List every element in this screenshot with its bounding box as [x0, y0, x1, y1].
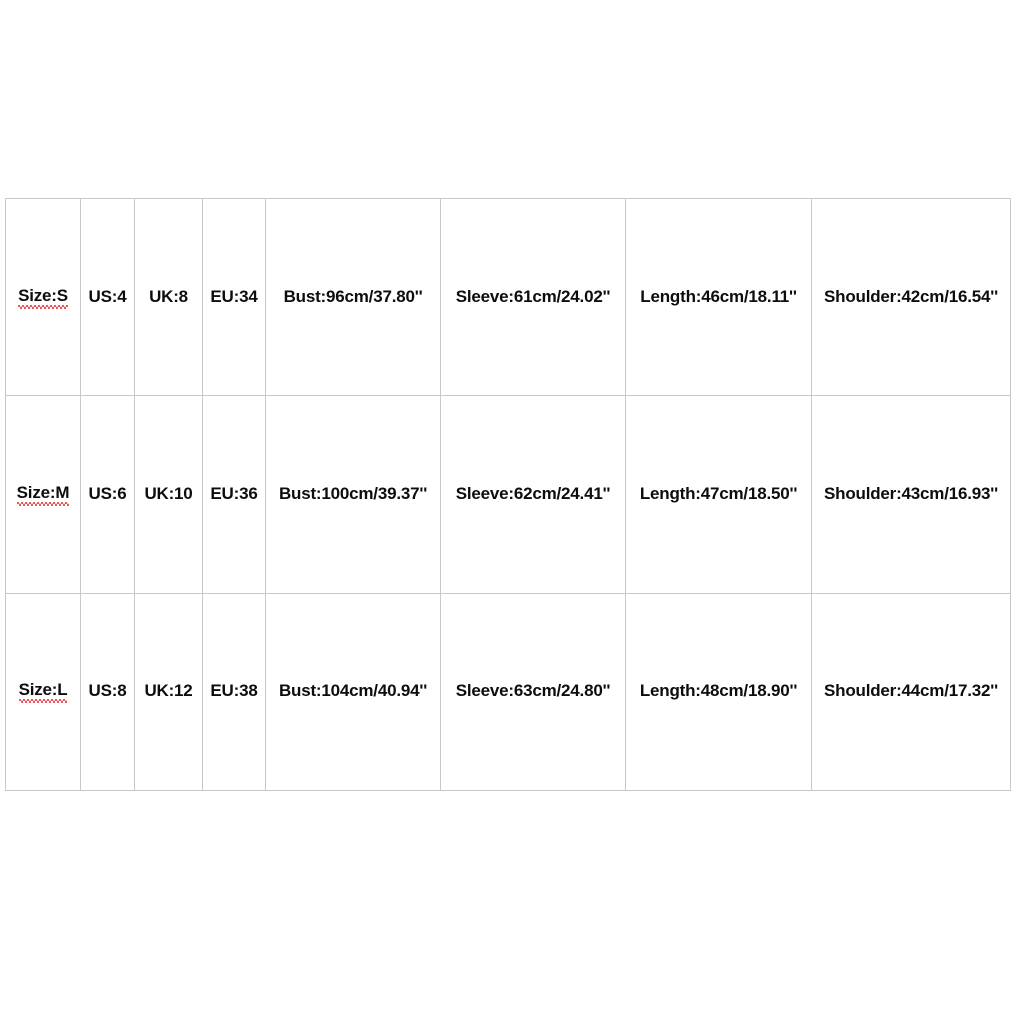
cell-uk: UK:12	[134, 592, 203, 792]
cell-sleeve: Sleeve:62cm/24.41''	[440, 395, 626, 594]
size-label: Size:L	[18, 681, 68, 703]
cell-bust: Bust:100cm/39.37''	[265, 395, 441, 594]
cell-us: US:4	[80, 197, 135, 397]
cell-bust: Bust:104cm/40.94''	[265, 592, 441, 792]
size-label: Size:M	[16, 483, 70, 506]
cell-eu: EU:34	[202, 197, 266, 397]
cell-length: Length:48cm/18.90''	[625, 592, 812, 792]
table-row: Size:M US:6 UK:10 EU:36 Bust:100cm/39.37…	[5, 395, 1011, 594]
cell-us: US:6	[80, 395, 135, 594]
cell-uk: UK:10	[134, 395, 203, 594]
cell-length: Length:46cm/18.11''	[625, 197, 812, 397]
size-chart-container: Size:S US:4 UK:8 EU:34 Bust:96cm/37.80''…	[5, 197, 1011, 792]
cell-shoulder: Shoulder:44cm/17.32''	[811, 592, 1011, 792]
cell-size: Size:S	[5, 197, 81, 397]
size-chart-table: Size:S US:4 UK:8 EU:34 Bust:96cm/37.80''…	[5, 197, 1011, 792]
table-row: Size:L US:8 UK:12 EU:38 Bust:104cm/40.94…	[5, 592, 1011, 792]
size-label: Size:S	[18, 286, 68, 309]
cell-size: Size:L	[5, 592, 81, 792]
cell-sleeve: Sleeve:63cm/24.80''	[440, 592, 626, 792]
cell-size: Size:M	[5, 395, 81, 594]
cell-shoulder: Shoulder:42cm/16.54''	[811, 197, 1011, 397]
cell-eu: EU:36	[202, 395, 266, 594]
cell-sleeve: Sleeve:61cm/24.02''	[440, 197, 626, 397]
cell-uk: UK:8	[134, 197, 203, 397]
cell-us: US:8	[80, 592, 135, 792]
cell-length: Length:47cm/18.50''	[625, 395, 812, 594]
cell-bust: Bust:96cm/37.80''	[265, 197, 441, 397]
table-row: Size:S US:4 UK:8 EU:34 Bust:96cm/37.80''…	[5, 197, 1011, 397]
cell-shoulder: Shoulder:43cm/16.93''	[811, 395, 1011, 594]
cell-eu: EU:38	[202, 592, 266, 792]
